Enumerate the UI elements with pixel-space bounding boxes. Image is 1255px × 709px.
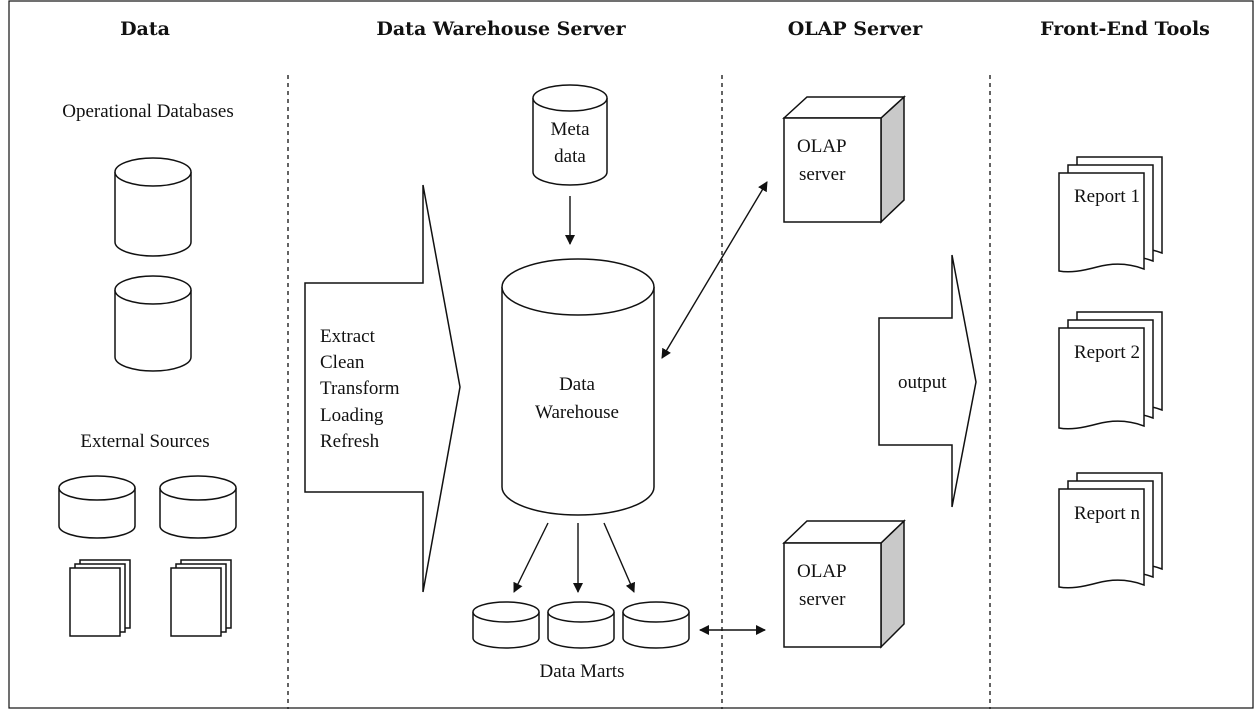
data-mart-cylinder-1 [472,601,540,649]
report-n-document [1058,472,1163,589]
report-1-document [1058,156,1163,273]
data-marts-label: Data Marts [540,661,625,682]
data-warehouse-label-line-1: Data [559,374,595,395]
data-warehouse-label-line-2: Warehouse [535,402,619,423]
data-warehouse-cylinder [501,258,655,516]
label-operational-databases: Operational Databases [62,101,233,122]
metadata-cylinder [532,84,608,186]
process-step-clean: Clean [320,352,365,373]
output-arrow [878,254,977,508]
metadata-label-line-2: data [554,146,586,167]
warehouse-to-mart-arrow-3 [603,522,635,593]
warehouse-to-mart-arrow-1 [513,522,549,593]
output-label: output [898,372,947,393]
olap-server-cube-bottom [782,519,906,649]
operational-db-cylinder-1 [114,157,192,257]
process-step-loading: Loading [320,405,384,426]
process-step-transform: Transform [320,378,400,399]
olap-server-bottom-label-line-2: server [799,589,846,610]
header-olap-server: OLAP Server [788,18,924,40]
data-mart-cylinder-3 [622,601,690,649]
header-front-end: Front-End Tools [1040,18,1210,40]
olap-server-bottom-label-line-1: OLAP [797,561,847,582]
header-data: Data [120,18,170,40]
diagram-border [8,0,1254,709]
report-n-label: Report n [1074,503,1140,524]
external-document-stack-2 [170,559,232,637]
label-external-sources: External Sources [80,431,209,452]
process-step-extract: Extract [320,326,376,347]
process-step-refresh: Refresh [320,431,380,452]
data-mart-cylinder-2 [547,601,615,649]
header-dw-server: Data Warehouse Server [376,18,626,40]
external-db-cylinder-1 [58,475,136,539]
olap-server-top-label-line-2: server [799,164,846,185]
report-1-label: Report 1 [1074,186,1140,207]
report-2-label: Report 2 [1074,342,1140,363]
report-2-document [1058,311,1163,430]
olap-server-top-label-line-1: OLAP [797,136,847,157]
operational-db-cylinder-2 [114,275,192,372]
olap-server-cube-top [782,95,906,224]
metadata-label-line-1: Meta [550,119,590,140]
external-db-cylinder-2 [159,475,237,539]
etl-steps-text: Extract Clean Transform Loading Refresh [320,326,400,452]
warehouse-olap-bidirectional-arrow [661,181,768,359]
etl-process-arrow [304,184,461,593]
external-document-stack-1 [69,559,131,637]
